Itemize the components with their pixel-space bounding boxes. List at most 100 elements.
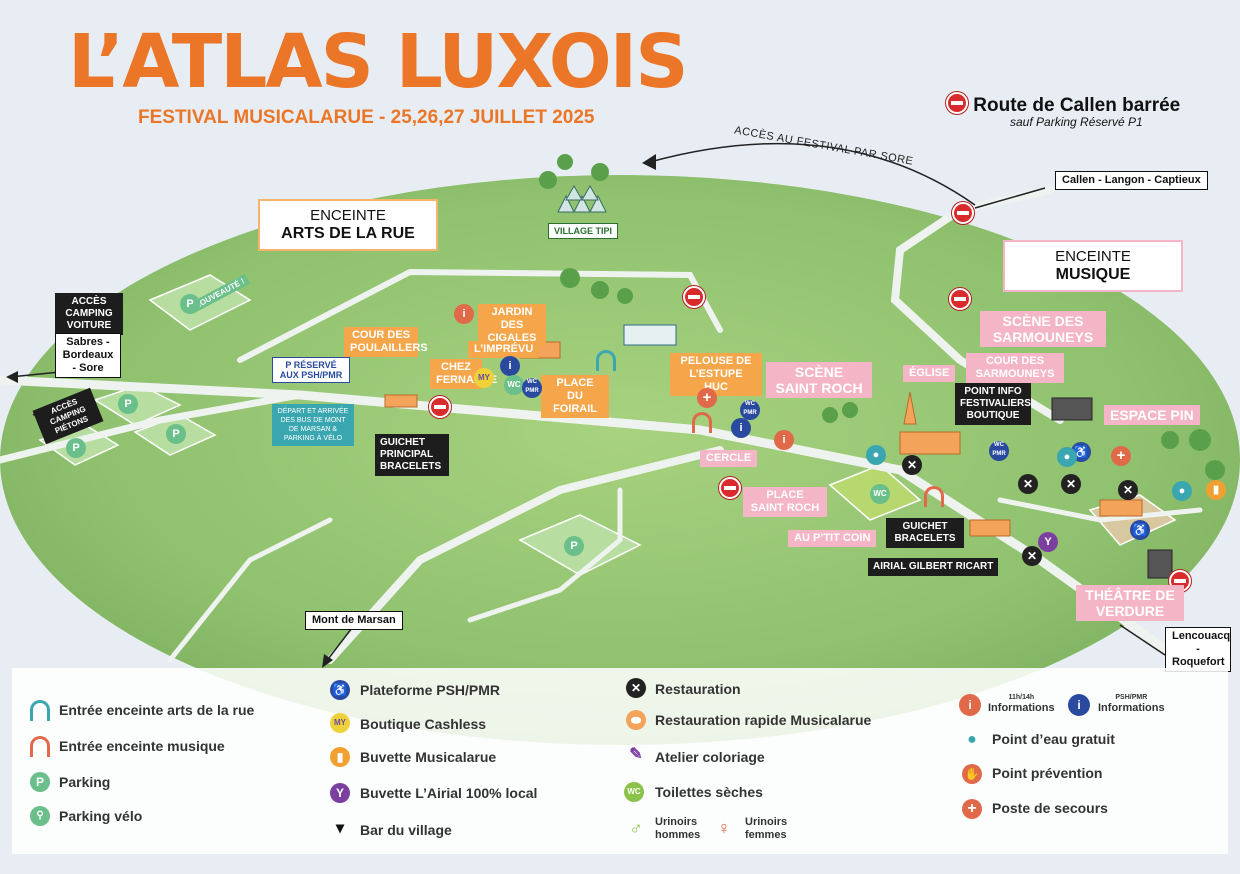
- no-entry-icon: [952, 202, 974, 224]
- map-legend: Entrée enceinte arts de la rue Entrée en…: [12, 668, 1228, 854]
- info-psh-icon: i: [500, 356, 520, 376]
- buvette-airial-icon: Y: [1038, 532, 1058, 552]
- arrow-west: [9, 371, 61, 378]
- road-loop: [167, 517, 333, 663]
- hotdog-icon: ⬬: [626, 710, 646, 730]
- legend-plateforme-psh: Plateforme PSH/PMR: [360, 682, 501, 698]
- cashless-icon: MY: [330, 713, 350, 733]
- direction-sabres: Sabres - Bordeaux - Sore: [55, 333, 121, 378]
- label-cercle: CERCLE: [700, 450, 758, 467]
- legend-point-eau: Point d’eau gratuit: [992, 731, 1115, 747]
- wheelchair-icon: ♿: [1130, 520, 1150, 540]
- wc-pmr-icon: WC PMR: [989, 441, 1009, 461]
- festival-dates: FESTIVAL MUSICALARUE - 25,26,27 JUILLET …: [138, 107, 595, 128]
- building: [1099, 499, 1143, 517]
- no-entry-icon: [429, 396, 452, 418]
- direction-lencouacq: Lencouacq - Roquefort: [1165, 627, 1231, 672]
- no-entry-icon: [946, 92, 968, 114]
- label-guichet-principal: GUICHET PRINCIPAL BRACELETS: [375, 434, 449, 476]
- legend-parking: Parking: [59, 774, 111, 790]
- no-entry-icon: [948, 288, 971, 310]
- info-icon: i: [959, 694, 981, 716]
- dry-toilet-icon: WC: [624, 782, 644, 802]
- road-north: [237, 268, 723, 363]
- restaurant-icon: ✕: [902, 455, 922, 475]
- legend-poste-secours: Poste de secours: [992, 800, 1108, 816]
- label-scene-des-sarmouneys: SCÈNE DES SARMOUNEYS: [980, 311, 1106, 347]
- urinal-men-icon: ♂: [629, 818, 643, 838]
- label-au-ptit-coin: AU P’TIT COIN: [788, 530, 877, 547]
- label-village-tipi: VILLAGE TIPI: [548, 223, 619, 239]
- legend-buvette-musicalarue: Buvette Musicalarue: [360, 749, 497, 765]
- no-entry-icon: [718, 477, 741, 499]
- tree: [539, 171, 557, 189]
- road-closed-notice: Route de Callen barrée: [946, 92, 1180, 117]
- building: [969, 519, 1011, 537]
- label-place-saint-roch: PLACE SAINT ROCH: [743, 487, 827, 517]
- label-pelouse-estupe-huc: PELOUSE DE L’ESTUPE HUC: [670, 353, 762, 396]
- legend-boutique-cashless: Boutique Cashless: [360, 716, 487, 732]
- buvette-icon: ▮: [330, 747, 350, 767]
- legend-atelier-coloriage: Atelier coloriage: [655, 749, 765, 765]
- stage-structure: [1051, 397, 1093, 421]
- restaurant-icon: ✕: [1061, 474, 1081, 494]
- entrance-musique-icon: [30, 736, 50, 757]
- info-psh-icon: i: [731, 418, 751, 438]
- legend-informations-psh: PSH/PMR Informations: [1098, 694, 1165, 714]
- arrow-callen: [974, 187, 1046, 209]
- legend-informations: 11h/14h Informations: [988, 694, 1055, 714]
- road-west: [0, 391, 304, 464]
- entrance-musique-icon: [924, 486, 944, 507]
- legend-restauration-rapide: Restauration rapide Musicalarue: [655, 712, 872, 728]
- building: [899, 431, 961, 455]
- legend-urinoirs-hommes: Urinoirs hommes: [655, 816, 701, 841]
- entrance-musique-icon: [692, 412, 712, 433]
- road-closed-note: sauf Parking Réservé P1: [1010, 115, 1143, 129]
- hall-building: [623, 324, 677, 346]
- zone-arts-de-la-rue: ENCEINTE ARTS DE LA RUE: [258, 199, 438, 251]
- cashless-icon: MY: [474, 368, 494, 388]
- first-aid-icon: +: [1111, 446, 1131, 466]
- water-drop-icon: ●: [967, 731, 977, 748]
- tree: [822, 407, 838, 423]
- arrow-mont-marsan: [324, 627, 353, 664]
- legend-urinoirs-femmes: Urinoirs femmes: [745, 816, 788, 841]
- restaurant-icon: ✕: [1018, 474, 1038, 494]
- water-point-icon: ●: [1057, 447, 1077, 467]
- pencil-icon: ✎: [629, 746, 643, 763]
- label-cour-des-poulaillers: COUR DES POULAILLERS: [344, 327, 428, 357]
- zone-musique: ENCEINTE MUSIQUE: [1003, 240, 1183, 292]
- hand-icon: ✋: [962, 764, 982, 784]
- no-entry-icon: [683, 286, 706, 308]
- legend-entree-arts: Entrée enceinte arts de la rue: [59, 702, 255, 718]
- entrance-arts-icon: [30, 700, 50, 721]
- dry-toilet-icon: WC: [870, 484, 890, 504]
- label-espace-pin: ESPACE PIN: [1104, 405, 1200, 425]
- map-title: L’ATLAS LUXOIS: [68, 19, 688, 105]
- legend-point-prevention: Point prévention: [992, 765, 1103, 781]
- label-depart-bus: DÉPART ET ARRIVÉE DES BUS DE MONT DE MAR…: [272, 404, 354, 446]
- tree: [1205, 460, 1225, 480]
- road-link: [467, 487, 623, 623]
- label-scene-saint-roch: SCÈNE SAINT ROCH: [766, 362, 872, 398]
- parking-icon: P: [30, 772, 50, 792]
- legend-entree-musique: Entrée enceinte musique: [59, 738, 225, 754]
- label-imprevu: L’IMPRÉVU: [468, 341, 540, 358]
- parking-icon: P: [66, 438, 86, 458]
- bicycle-icon: ⚲: [30, 806, 50, 826]
- main-road: [0, 375, 1185, 665]
- buvette-airial-icon: Y: [330, 783, 350, 803]
- label-airial-gilbert-ricart: AIRIAL GILBERT RICART: [868, 558, 999, 576]
- info-icon: i: [454, 304, 474, 324]
- cup-icon: ▾: [335, 820, 345, 837]
- legend-restauration: Restauration: [655, 681, 741, 697]
- restaurant-icon: ✕: [1022, 546, 1042, 566]
- parking-icon: P: [118, 394, 138, 414]
- arrow-lencouacq: [1119, 624, 1166, 656]
- direction-mont-de-marsan: Mont de Marsan: [305, 611, 403, 630]
- label-theatre-de-verdure: THÉÂTRE DE VERDURE: [1076, 585, 1184, 621]
- legend-bar-du-village: Bar du village: [360, 822, 452, 838]
- urinal-women-icon: ♀: [717, 818, 731, 838]
- buvette-icon: ▮: [1206, 480, 1226, 500]
- parking-icon: P: [166, 424, 186, 444]
